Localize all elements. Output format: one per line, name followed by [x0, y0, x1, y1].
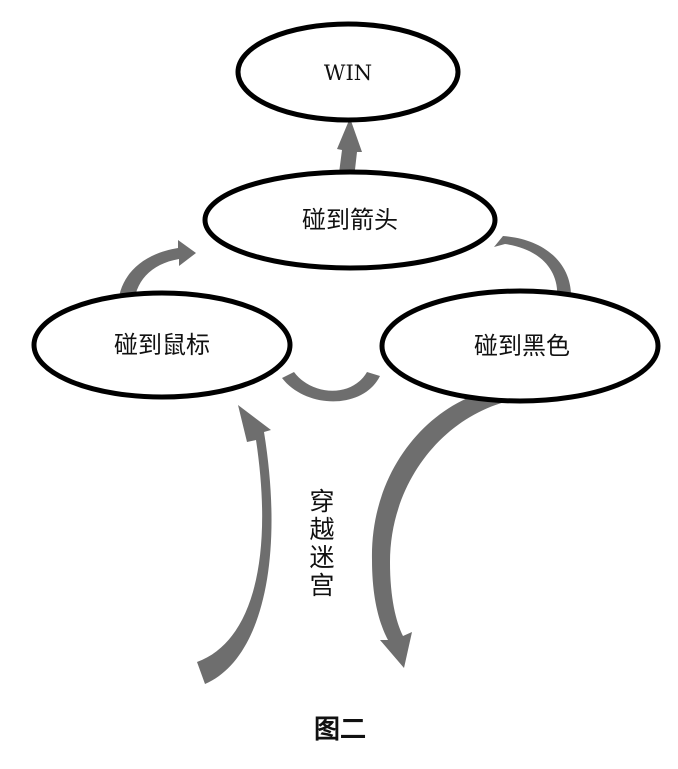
node-hit-arrow-ellipse	[202, 169, 498, 271]
node-hit-mouse: 碰到鼠标	[31, 290, 293, 400]
maze-label-char: 穿	[309, 487, 334, 516]
arrow-maze-to-mouse	[197, 405, 272, 684]
node-hit-black-label: 碰到黑色	[474, 332, 570, 360]
maze-label-char: 越	[309, 515, 334, 544]
node-hit-black: 碰到黑色	[379, 288, 661, 404]
node-win-ellipse	[235, 21, 461, 123]
node-hit-mouse-label: 碰到鼠标	[114, 331, 210, 359]
figure-caption: 图二	[314, 715, 366, 745]
node-win-label: WIN	[324, 61, 372, 85]
maze-label: 穿 越 迷 宫	[309, 487, 334, 600]
maze-label-char: 宫	[309, 571, 334, 600]
arrow-mouse-loop	[117, 240, 196, 310]
node-win: WIN	[235, 21, 461, 123]
node-hit-mouse-ellipse	[31, 290, 293, 400]
node-hit-arrow-label: 碰到箭头	[302, 206, 398, 234]
arrow-black-to-maze	[371, 388, 505, 668]
node-hit-black-ellipse	[379, 288, 661, 404]
maze-label-char: 迷	[309, 543, 334, 572]
arrow-bottom-connector	[282, 372, 380, 402]
node-hit-arrow: 碰到箭头	[202, 169, 498, 271]
